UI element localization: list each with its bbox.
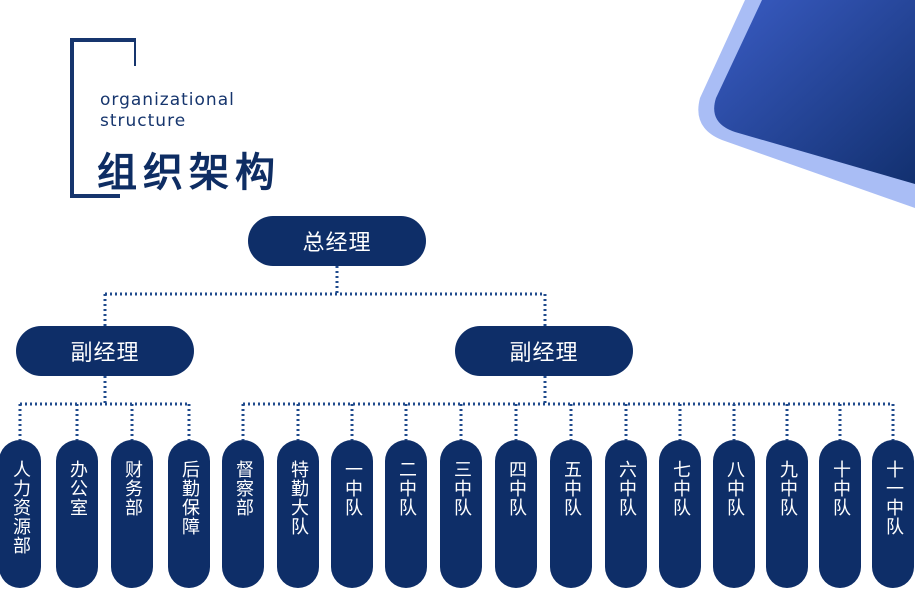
department-label: 九中队 xyxy=(777,460,798,517)
department-label: 一中队 xyxy=(342,460,363,517)
deputy-node-label: 副经理 xyxy=(70,341,140,366)
department-node: 一中队 xyxy=(331,440,373,588)
department-label: 四中队 xyxy=(506,460,527,517)
department-label: 三中队 xyxy=(451,460,472,517)
deputy-node-left: 副经理 xyxy=(16,326,194,376)
department-node: 三中队 xyxy=(440,440,482,588)
department-node: 十中队 xyxy=(819,440,861,588)
department-node: 财务部 xyxy=(111,440,153,588)
subtitle-line-1: organizational xyxy=(100,90,235,110)
department-label: 后勤保障 xyxy=(179,460,200,536)
department-label: 六中队 xyxy=(616,460,637,517)
department-node: 九中队 xyxy=(766,440,808,588)
corner-dark-shape xyxy=(714,0,915,184)
department-label: 人力资源部 xyxy=(10,460,31,555)
department-label: 十一中队 xyxy=(883,460,904,536)
department-node: 五中队 xyxy=(550,440,592,588)
department-label: 十中队 xyxy=(830,460,851,517)
department-node: 四中队 xyxy=(495,440,537,588)
department-node: 二中队 xyxy=(385,440,427,588)
department-node: 六中队 xyxy=(605,440,647,588)
department-label: 办公室 xyxy=(67,460,88,517)
department-node: 人力资源部 xyxy=(0,440,41,588)
root-node-label: 总经理 xyxy=(302,231,372,256)
department-node: 后勤保障 xyxy=(168,440,210,588)
department-node: 十一中队 xyxy=(872,440,914,588)
deputy-node-right: 副经理 xyxy=(455,326,633,376)
subtitle-line-2: structure xyxy=(100,111,187,131)
department-label: 督察部 xyxy=(233,460,254,517)
department-node: 八中队 xyxy=(713,440,755,588)
deputy-node-label: 副经理 xyxy=(509,341,579,366)
department-node: 七中队 xyxy=(659,440,701,588)
department-label: 财务部 xyxy=(122,460,143,517)
title-bracket xyxy=(70,38,136,198)
department-label: 七中队 xyxy=(670,460,691,517)
department-node: 办公室 xyxy=(56,440,98,588)
department-node: 特勤大队 xyxy=(277,440,319,588)
department-label: 五中队 xyxy=(561,460,582,517)
page-title: 组织架构 xyxy=(97,150,281,196)
department-node: 督察部 xyxy=(222,440,264,588)
department-label: 二中队 xyxy=(396,460,417,517)
subtitle: organizational structure xyxy=(100,90,235,132)
department-label: 特勤大队 xyxy=(288,460,309,536)
root-node: 总经理 xyxy=(248,216,426,266)
department-label: 八中队 xyxy=(724,460,745,517)
